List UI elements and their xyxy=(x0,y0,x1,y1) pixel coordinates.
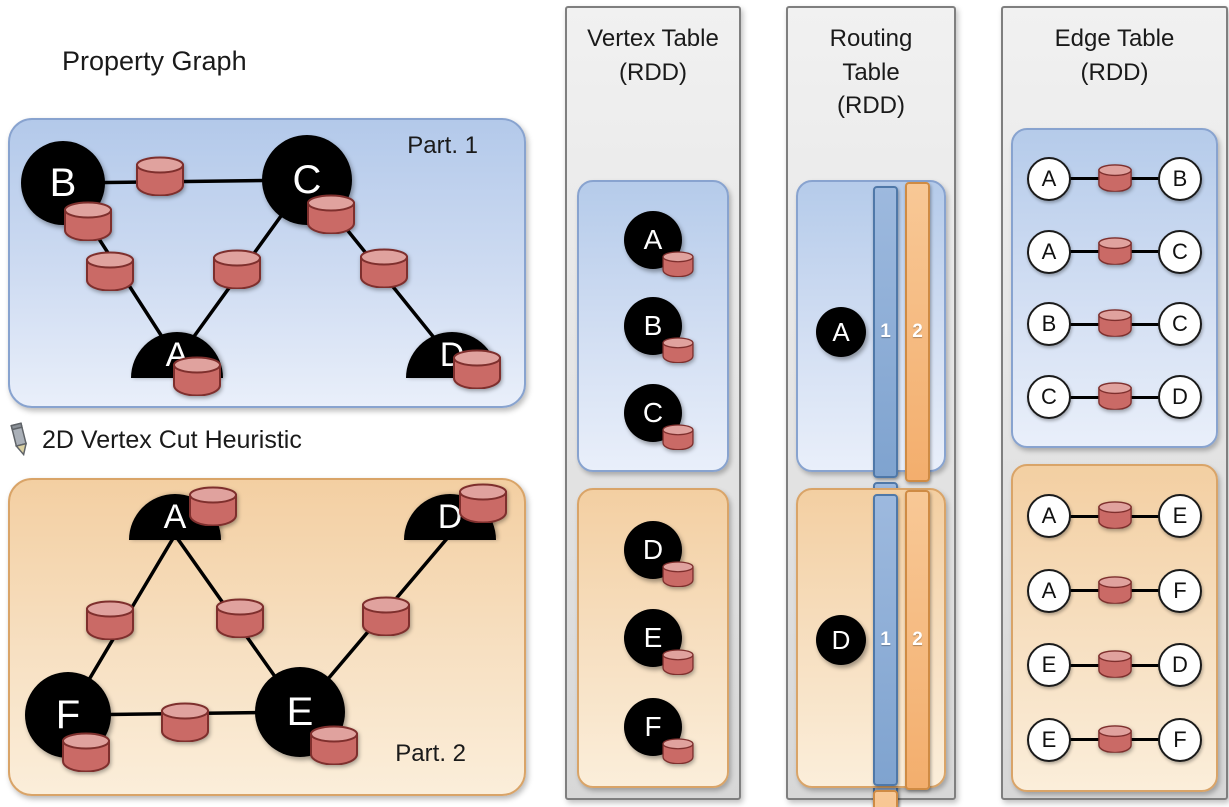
edge-src-circle: A xyxy=(1027,229,1071,274)
routing-row-A: A 1 2 xyxy=(798,182,944,482)
vertex-property-cylinder-A-part1 xyxy=(173,356,221,396)
vertex-table-part1-box: A B C xyxy=(577,180,729,472)
vertex-circle-D: D xyxy=(816,615,866,665)
edge-property-cylinder-F-E xyxy=(161,702,209,742)
edge-dst-circle: C xyxy=(1158,229,1202,274)
edge-property-cylinder-C-A xyxy=(213,249,261,289)
vertex-circle-A: A xyxy=(816,307,866,357)
edge-dst-circle: E xyxy=(1158,494,1202,539)
edge-src-circle: A xyxy=(1027,156,1071,201)
vertex-property-cylinder-icon xyxy=(662,250,694,277)
edge-row-A-B: A B xyxy=(1013,155,1216,203)
edge-src-circle: C xyxy=(1027,375,1071,420)
edge-property-cylinder-icon xyxy=(1097,576,1132,604)
vertex-property-cylinder-F xyxy=(62,732,110,772)
partition-1-badge: 1 xyxy=(873,494,898,786)
routing-table-header: Routing Table (RDD) xyxy=(788,8,954,123)
partition-1-label: Part. 1 xyxy=(407,132,478,159)
edge-src-circle: A xyxy=(1027,494,1071,539)
vertex-table-column: Vertex Table (RDD) A B C D E xyxy=(565,6,741,800)
routing-table-part2-box: D 1 2 E 2 F 2 xyxy=(796,488,946,807)
edge-property-cylinder-icon xyxy=(1097,650,1132,679)
vertex-property-cylinder-icon xyxy=(662,423,694,450)
vertex-property-cylinder-icon xyxy=(662,737,694,764)
edge-property-cylinder-A-E xyxy=(216,598,264,638)
pencil-icon xyxy=(10,422,28,457)
edge-dst-circle: F xyxy=(1158,717,1202,762)
vertex-cut-label: 2D Vertex Cut Heuristic xyxy=(42,425,302,454)
vertex-table-item: B xyxy=(624,297,694,363)
vertex-table-subtitle: (RDD) xyxy=(619,58,687,86)
edge-property-cylinder-icon xyxy=(1097,501,1132,530)
edge-row-A-C: A C xyxy=(1013,228,1216,276)
partition-2-label: Part. 2 xyxy=(395,740,466,767)
partition-1-badge: 1 xyxy=(873,186,898,478)
edge-property-cylinder-icon xyxy=(1097,309,1132,338)
vertex-table-item: D xyxy=(624,520,694,587)
edge-dst-circle: D xyxy=(1158,643,1202,688)
vertex-circle-A: A xyxy=(624,210,682,269)
property-graph-title: Property Graph xyxy=(62,46,247,76)
edge-row-E-D: E D xyxy=(1013,641,1216,689)
vertex-table-item: A xyxy=(624,210,694,277)
vertex-property-cylinder-icon xyxy=(662,649,694,675)
edge-property-cylinder-D-E xyxy=(362,596,410,636)
vertex-table-title: Vertex Table xyxy=(587,25,719,52)
routing-table-title: Routing Table xyxy=(829,25,913,86)
edge-property-cylinder-icon xyxy=(1097,382,1132,411)
edge-src-circle: B xyxy=(1027,302,1071,347)
edge-table-part1-box: A B A C B C C D xyxy=(1011,128,1218,448)
edge-row-A-E: A E xyxy=(1013,492,1216,540)
edge-dst-circle: C xyxy=(1158,302,1202,347)
partition-2-badge: 2 xyxy=(905,490,930,790)
edge-table-header: Edge Table (RDD) xyxy=(1003,8,1226,89)
edge-table-column: Edge Table (RDD) A B A C B C xyxy=(1001,6,1228,800)
edge-row-C-D: C D xyxy=(1013,373,1216,421)
vertex-table-part2-box: D E F xyxy=(577,488,729,788)
vertex-property-cylinder-B xyxy=(64,201,112,241)
edge-property-cylinder-icon xyxy=(1097,236,1132,265)
edge-src-circle: A xyxy=(1027,568,1071,613)
edge-dst-circle: D xyxy=(1158,375,1202,420)
routing-row-E: E 2 xyxy=(798,790,944,807)
vertex-table-item: C xyxy=(624,383,694,450)
vertex-table-header: Vertex Table (RDD) xyxy=(567,8,739,89)
vertex-property-cylinder-D-part2 xyxy=(459,483,507,523)
edge-row-B-C: B C xyxy=(1013,300,1216,348)
vertex-property-cylinder-E xyxy=(310,725,358,765)
vertex-property-cylinder-C xyxy=(307,194,355,234)
edge-property-cylinder-C-D xyxy=(360,248,408,288)
edge-table-subtitle: (RDD) xyxy=(1080,58,1149,86)
edge-row-A-F: A F xyxy=(1013,567,1216,615)
vertex-cut-annotation: 2D Vertex Cut Heuristic xyxy=(6,422,302,458)
vertex-property-cylinder-D-part1 xyxy=(453,349,501,389)
routing-row-D: D 1 2 xyxy=(798,490,944,790)
edge-dst-circle: B xyxy=(1158,156,1202,201)
edge-src-circle: E xyxy=(1027,717,1071,762)
routing-table-column: Routing Table (RDD) A 1 2 B 1 C 1 D 1 2 xyxy=(786,6,956,807)
vertex-property-cylinder-A-part2 xyxy=(189,486,237,526)
edge-table-title: Edge Table xyxy=(1054,25,1175,52)
vertex-table-item: E xyxy=(624,609,694,675)
routing-table-subtitle: (RDD) xyxy=(837,92,905,120)
vertex-table-item: F xyxy=(624,697,694,764)
vertex-property-cylinder-icon xyxy=(662,560,694,587)
edge-table-part2-box: A E A F E D E F xyxy=(1011,464,1218,792)
vertex-property-cylinder-icon xyxy=(662,337,694,363)
edge-src-circle: E xyxy=(1027,643,1071,688)
edge-property-cylinder-icon xyxy=(1097,164,1132,192)
edge-property-cylinder-B-C xyxy=(136,156,184,196)
partition-2-badge: 2 xyxy=(873,790,898,807)
edge-property-cylinder-icon xyxy=(1097,724,1132,753)
partition-2-badge: 2 xyxy=(905,182,930,482)
edge-row-E-F: E F xyxy=(1013,716,1216,764)
edge-property-cylinder-A-F xyxy=(86,600,134,640)
edge-property-cylinder-B-A xyxy=(86,251,134,291)
edge-dst-circle: F xyxy=(1158,568,1202,613)
routing-table-part1-box: A 1 2 B 1 C 1 xyxy=(796,180,946,807)
